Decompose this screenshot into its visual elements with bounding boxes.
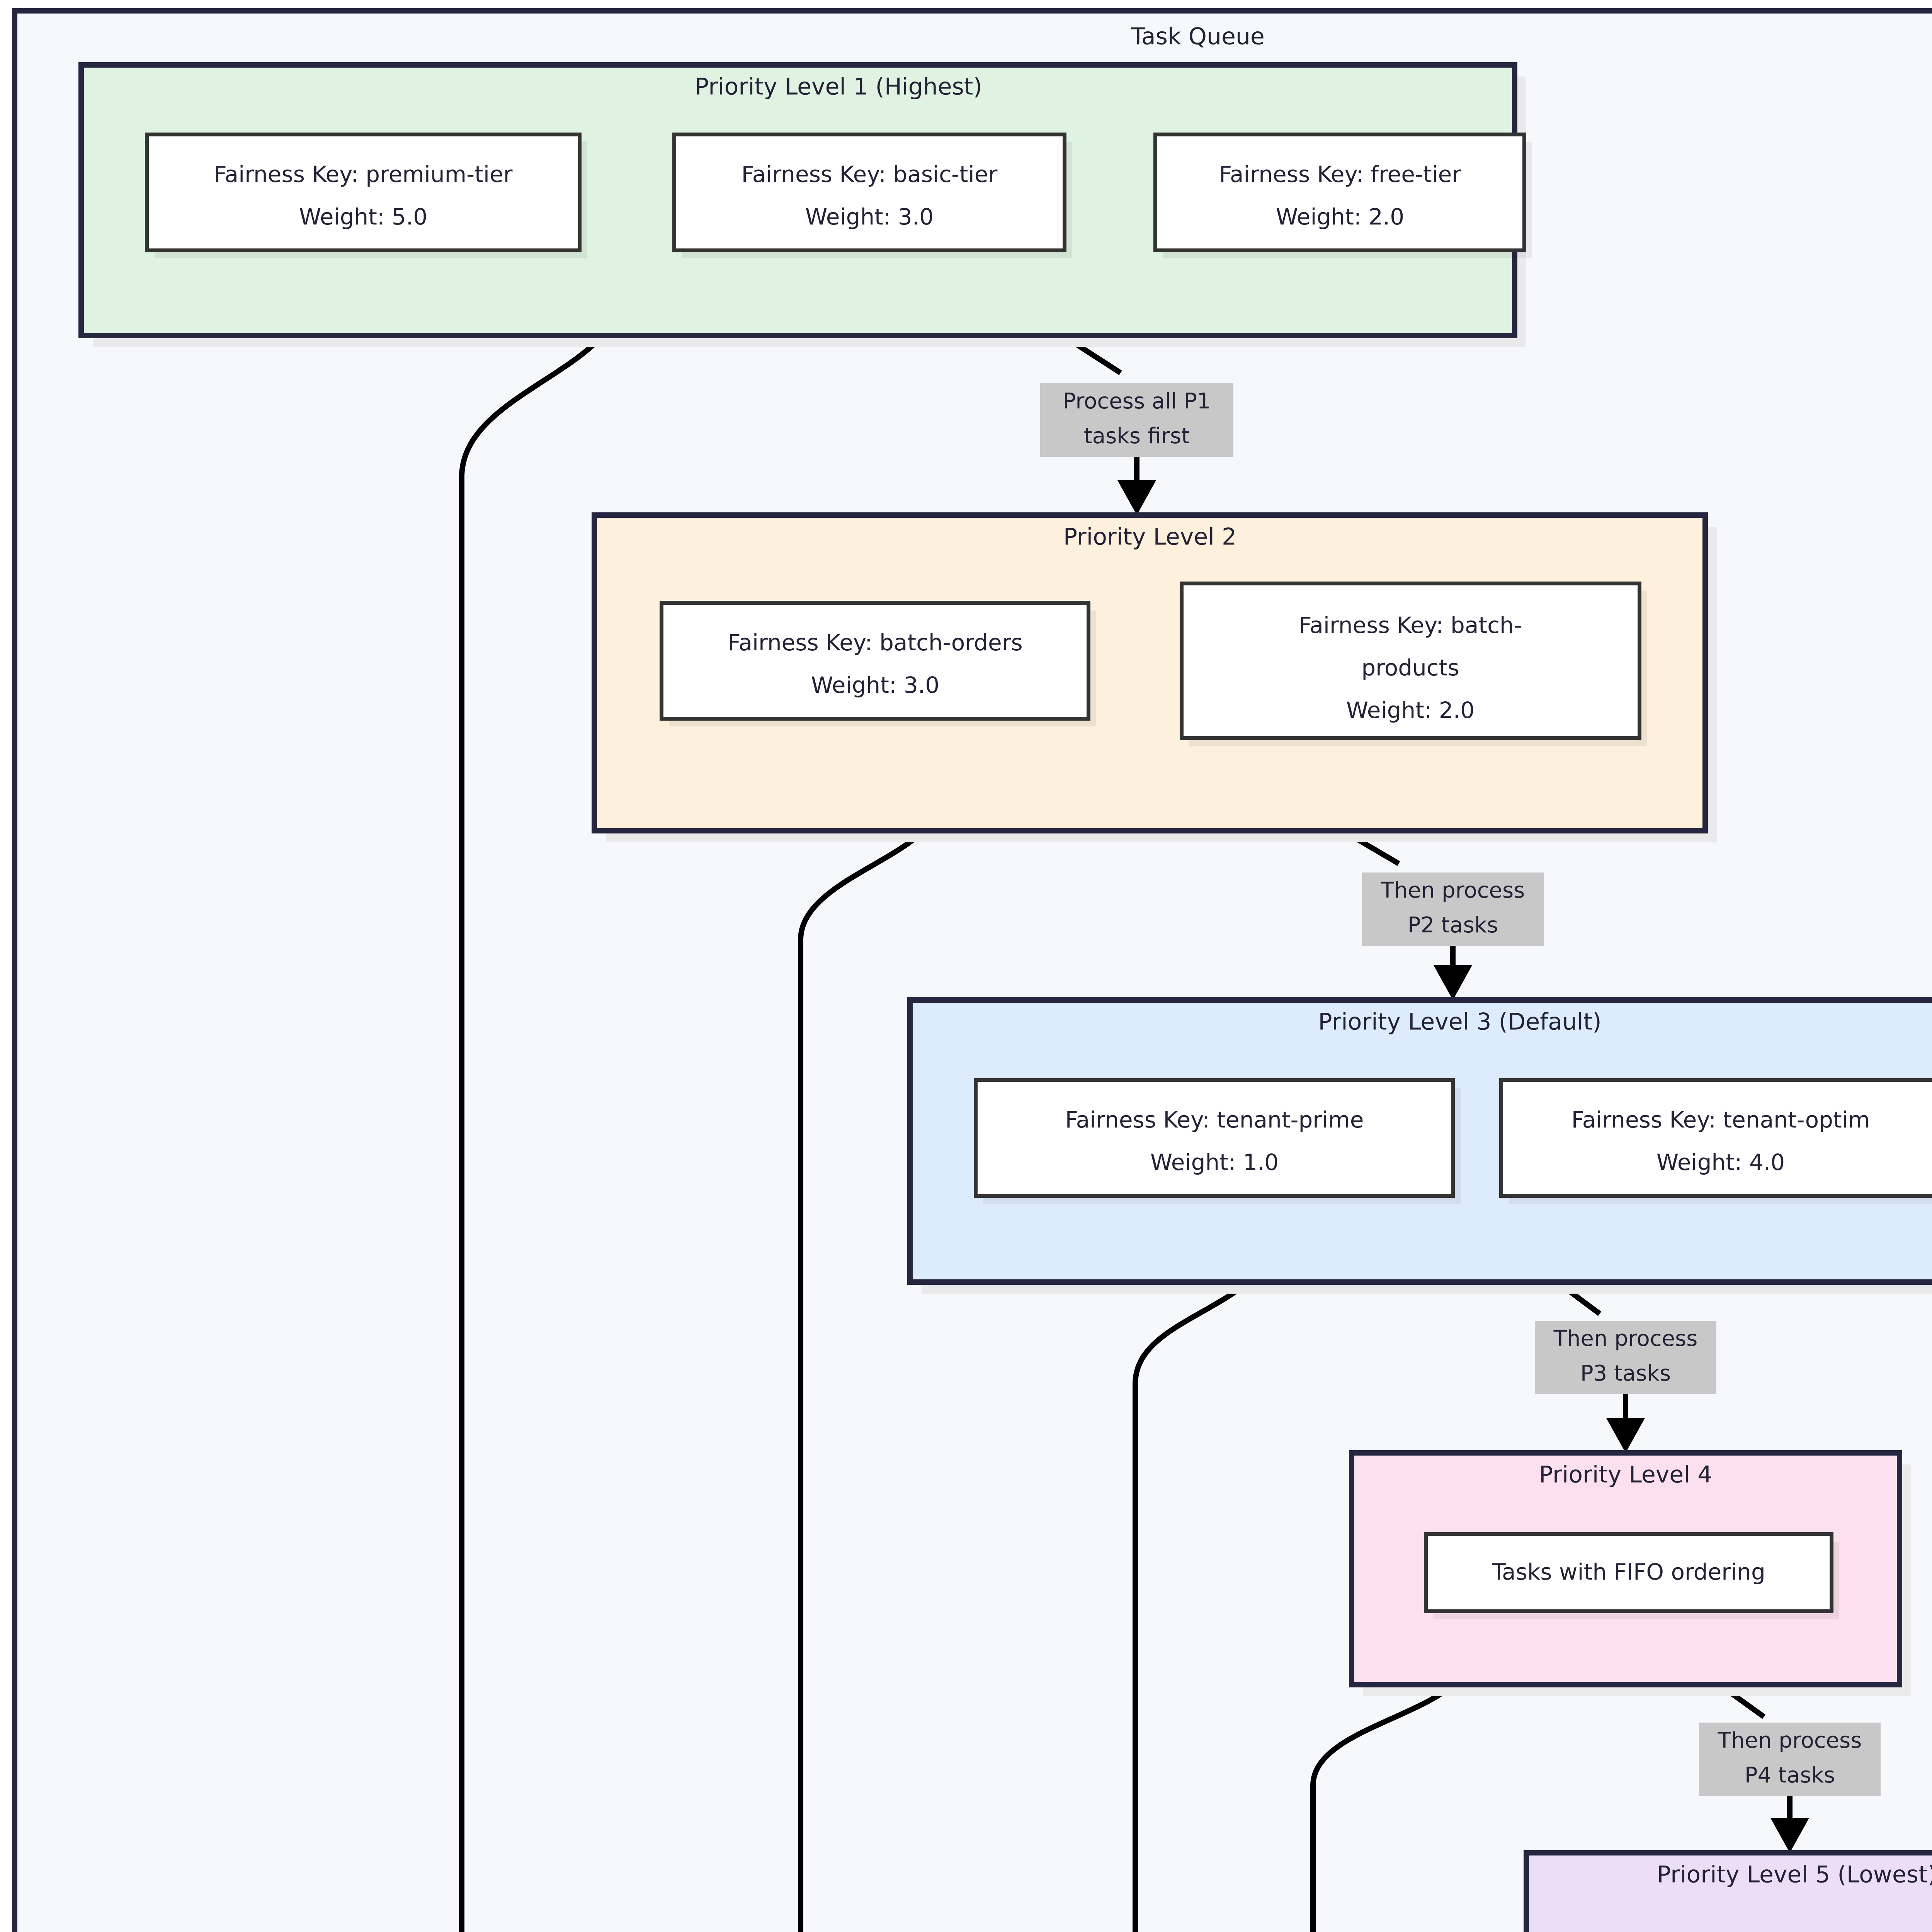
node-p1b-line2: Weight: 3.0 xyxy=(805,204,934,230)
node-p3a-line2: Weight: 1.0 xyxy=(1150,1149,1279,1175)
node-p1c-rect xyxy=(1153,133,1526,252)
node-p2b-line1: Fairness Key: batch- xyxy=(1299,612,1522,638)
edge-label-p1-p2-bg xyxy=(1040,383,1233,457)
node-p2b-line3: Weight: 2.0 xyxy=(1346,697,1475,723)
edge-label-p4-p5-line1: Then process xyxy=(1718,1728,1862,1753)
edge-label-p4-p5-line2: P4 tasks xyxy=(1745,1763,1835,1788)
node-p1a-rect xyxy=(145,133,582,252)
p2-cluster-label: Priority Level 2 xyxy=(1063,524,1236,551)
p3-cluster-label: Priority Level 3 (Default) xyxy=(1318,1009,1601,1036)
edge-label-p2-p3-line2: P2 tasks xyxy=(1408,913,1498,938)
edge-label-p4-p5-bg xyxy=(1699,1723,1881,1796)
node-p3a-line1: Fairness Key: tenant-prime xyxy=(1065,1107,1364,1133)
edge-p1-to-workers xyxy=(459,333,605,1932)
edge-label-p2-p3-line1: Then process xyxy=(1381,878,1525,903)
node-p1c-line2: Weight: 2.0 xyxy=(1276,204,1404,230)
node-p2-batch-orders[interactable]: Fairness Key: batch-orders Weight: 3.0 xyxy=(660,601,1096,726)
node-p2a-line2: Weight: 3.0 xyxy=(811,672,939,698)
node-p2a-line1: Fairness Key: batch-orders xyxy=(728,629,1022,656)
node-p1-premium-tier[interactable]: Fairness Key: premium-tier Weight: 5.0 xyxy=(145,133,587,258)
node-p3-tenant-prime[interactable]: Fairness Key: tenant-prime Weight: 1.0 xyxy=(974,1078,1461,1204)
node-p2-batch-products[interactable]: Fairness Key: batch- products Weight: 2.… xyxy=(1180,582,1647,746)
node-p1b-line1: Fairness Key: basic-tier xyxy=(742,161,998,187)
p5-cluster-label: Priority Level 5 (Lowest) xyxy=(1657,1861,1932,1888)
edges-layer xyxy=(459,333,1809,1932)
cluster-priority-level-5[interactable]: Priority Level 5 (Lowest) Tasks with FIF… xyxy=(1524,1850,1932,1932)
edge-label-p3-p4-line1: Then process xyxy=(1553,1326,1698,1351)
p4-cluster-label: Priority Level 4 xyxy=(1539,1461,1712,1488)
node-p2b-line2: products xyxy=(1361,655,1459,681)
edge-label-p4-p5: Then process P4 tasks xyxy=(1699,1723,1881,1796)
edge-p3-to-workers xyxy=(1133,1280,1250,1932)
node-p3b-line2: Weight: 4.0 xyxy=(1656,1149,1785,1175)
node-p4-fifo[interactable]: Tasks with FIFO ordering xyxy=(1424,1532,1839,1619)
node-p3b-line1: Fairness Key: tenant-optim xyxy=(1571,1107,1870,1133)
edge-label-p1-p2: Process all P1 tasks first xyxy=(1040,383,1233,457)
cluster-priority-level-2[interactable]: Priority Level 2 Fairness Key: batch-ord… xyxy=(592,512,1717,842)
edge-label-p3-p4: Then process P3 tasks xyxy=(1535,1321,1716,1394)
p1-cluster-label: Priority Level 1 (Highest) xyxy=(695,73,982,100)
node-p3-tenant-optim[interactable]: Fairness Key: tenant-optim Weight: 4.0 xyxy=(1499,1078,1932,1204)
edge-label-p3-p4-bg xyxy=(1535,1321,1716,1394)
node-p3b-rect xyxy=(1499,1078,1932,1198)
node-p2b-rect xyxy=(1180,582,1641,740)
edge-p4-to-workers xyxy=(1310,1682,1455,1932)
node-p1a-line1: Fairness Key: premium-tier xyxy=(214,161,512,187)
node-p1c-line1: Fairness Key: free-tier xyxy=(1219,161,1461,187)
node-p1b-rect xyxy=(672,133,1066,252)
cluster-priority-level-3[interactable]: Priority Level 3 (Default) Fairness Key:… xyxy=(907,997,1932,1294)
node-p4a-line1: Tasks with FIFO ordering xyxy=(1492,1559,1765,1585)
edge-p2-to-workers xyxy=(798,829,925,1932)
edge-label-p1-p2-line1: Process all P1 xyxy=(1063,389,1211,414)
node-p3a-rect xyxy=(974,1078,1455,1198)
edge-label-p3-p4-line2: P3 tasks xyxy=(1580,1361,1671,1386)
cluster-priority-level-1[interactable]: Priority Level 1 (Highest) Fairness Key:… xyxy=(78,62,1532,347)
node-p1-basic-tier[interactable]: Fairness Key: basic-tier Weight: 3.0 xyxy=(672,133,1072,258)
edge-label-p2-p3-bg xyxy=(1362,872,1544,946)
cluster-priority-level-4[interactable]: Priority Level 4 Tasks with FIFO orderin… xyxy=(1349,1450,1911,1696)
p5-rect xyxy=(1524,1850,1932,1932)
edge-label-p1-p2-line2: tasks first xyxy=(1084,423,1190,449)
node-p1a-line2: Weight: 5.0 xyxy=(299,204,427,230)
edge-labels-layer: Process all P1 tasks first Then process … xyxy=(1040,383,1881,1796)
node-p1-free-tier[interactable]: Fairness Key: free-tier Weight: 2.0 xyxy=(1153,133,1532,258)
node-p2a-rect xyxy=(660,601,1090,721)
node-p4a-rect xyxy=(1424,1532,1833,1613)
task-queue-label: Task Queue xyxy=(1131,23,1265,50)
edge-label-p2-p3: Then process P2 tasks xyxy=(1362,872,1544,946)
